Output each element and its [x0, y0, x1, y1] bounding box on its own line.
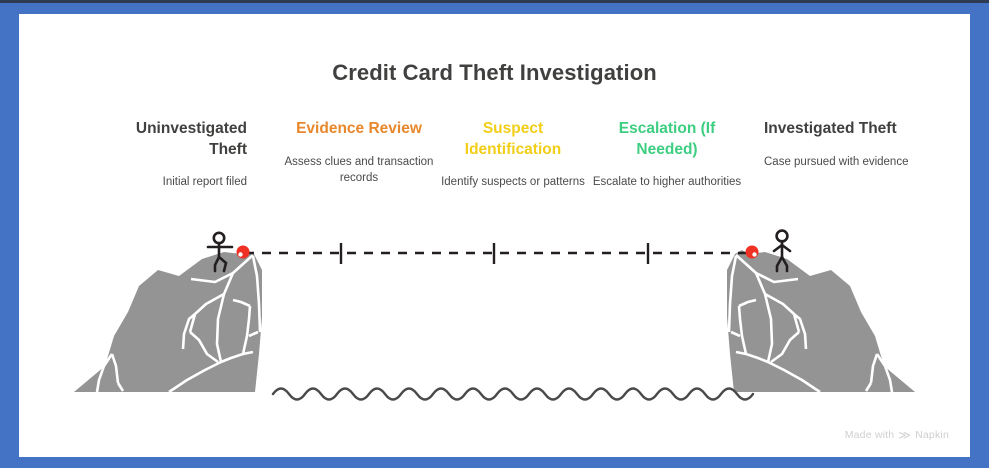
end-marker-icon [745, 245, 759, 259]
stage-description: Initial report filed [162, 176, 247, 189]
stage-column-uninvestigated-theft: Uninvestigated Theft Initial report file… [104, 119, 247, 190]
path-endpoint-markers [236, 245, 759, 259]
stage-column-suspect-identification: Suspect Identification Identify suspects… [437, 119, 589, 190]
stage-description: Escalate to higher authorities [592, 176, 742, 189]
stage-column-evidence-review: Evidence Review Assess clues and transac… [284, 119, 434, 186]
watermark-brand: Napkin [915, 429, 949, 441]
stage-description: Assess clues and transaction records [284, 155, 434, 184]
hiker-left-figure [206, 231, 234, 273]
crevice-lines [95, 254, 262, 394]
stage-title: Uninvestigated Theft [135, 120, 247, 158]
slide-canvas: Credit Card Theft Investigation Uninvest… [19, 14, 970, 457]
hiker-right-figure [772, 229, 792, 273]
stage-column-investigated-theft: Investigated Theft Case pursued with evi… [764, 119, 914, 170]
stage-column-escalation: Escalation (If Needed) Escalate to highe… [591, 119, 743, 190]
stage-description: Case pursued with evidence [764, 155, 909, 168]
page-title: Credit Card Theft Investigation [332, 60, 657, 85]
water-wave-line [271, 387, 755, 401]
journey-tick-marks [339, 243, 650, 264]
stage-title: Suspect Identification [464, 120, 562, 158]
right-mountain [727, 250, 915, 394]
stage-title: Evidence Review [296, 120, 422, 137]
stage-title: Investigated Theft [764, 120, 897, 137]
stage-description: Identify suspects or patterns [441, 176, 585, 189]
watermark-prefix: Made with [844, 429, 895, 441]
crevice-lines [727, 254, 894, 394]
start-marker-icon [236, 245, 250, 259]
left-mountain [74, 250, 262, 394]
napkin-logo-icon: ≫ [898, 428, 912, 442]
stage-title: Escalation (If Needed) [618, 120, 716, 158]
napkin-watermark: Made with ≫ Napkin [845, 429, 949, 441]
